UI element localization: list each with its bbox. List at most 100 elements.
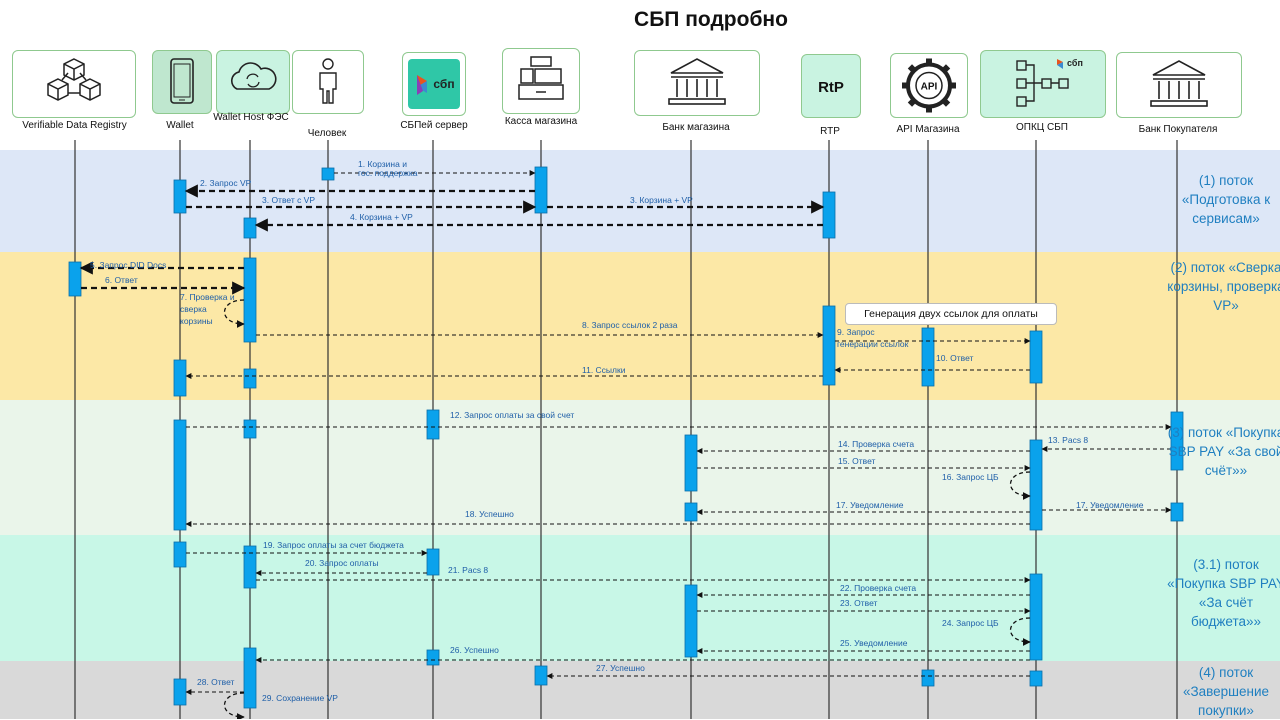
stage-band <box>0 535 1280 661</box>
participant-label-rtp: RTP <box>820 126 840 137</box>
activation-bar-opkc <box>1029 670 1043 687</box>
person-icon <box>293 51 363 118</box>
activation-bar-person <box>321 167 335 181</box>
message-label: 28. Ответ <box>197 677 235 687</box>
participant-box-opkc: сбп <box>980 50 1106 118</box>
message-25: 23. Ответ <box>697 598 1031 614</box>
message-17: 16. Запрос ЦБ <box>942 471 1031 500</box>
message-21: 19. Запрос оплаты за счет бюджета <box>186 540 428 556</box>
activation-bar-opkc <box>1029 330 1043 384</box>
cash-register-icon <box>503 49 579 118</box>
participant-label-kassa: Касса магазина <box>504 116 578 127</box>
participant-box-kassa <box>502 48 580 114</box>
message-20: 18. Успешно <box>185 509 1030 527</box>
activation-bar-api <box>921 669 935 687</box>
api-gear-icon: API <box>891 54 967 122</box>
api-logo-text: API <box>921 82 938 93</box>
participant-box-bankShop <box>634 50 760 116</box>
participant-box-person <box>292 50 364 114</box>
message-label: 5. Запрос DID Docs <box>90 260 166 270</box>
activation-bar-api <box>921 327 935 387</box>
message-label: 18. Успешно <box>465 509 514 519</box>
participant-box-sbpay: сбп <box>402 52 466 116</box>
activation-bar-wallet <box>173 541 187 568</box>
activation-bar-opkc <box>1029 439 1043 531</box>
activation-bar-bankShop <box>684 434 698 492</box>
activation-bar-walletHost <box>243 545 257 589</box>
message-label: 19. Запрос оплаты за счет бюджета <box>263 540 404 550</box>
message-label: 17. Уведомление <box>1076 500 1144 510</box>
message-label: 13. Pacs 8 <box>1048 435 1088 445</box>
activation-bar-rtp <box>822 305 836 386</box>
message-label: 3. Корзина + VP <box>630 195 693 205</box>
message-5: 4. Корзина + VP <box>254 212 823 232</box>
message-label: 6. Ответ <box>105 275 138 285</box>
bank-building-icon <box>635 51 759 120</box>
activation-bar-bankShop <box>684 502 698 522</box>
opkc-sbp-logo-text: сбп <box>1067 58 1083 68</box>
message-11: 10. Ответ <box>834 353 1030 373</box>
participant-label-walletHost: Wallet Host ФЭС <box>213 112 289 123</box>
message-label: 8. Запрос ссылок 2 раза <box>582 320 678 330</box>
participant-label-api: API Магазина <box>896 124 960 135</box>
message-23: 21. Pacs 8 <box>256 565 1031 583</box>
smartphone-icon <box>153 51 211 118</box>
stage-label: (4) поток «Завершение покупки» <box>1182 665 1270 718</box>
message-26: 24. Запрос ЦБ <box>942 617 1031 646</box>
message-7: 6. Ответ <box>81 275 246 295</box>
activation-bar-wallet <box>173 359 187 397</box>
blockchain-cubes-icon <box>13 51 135 122</box>
activation-bar-walletHost <box>243 257 257 343</box>
message-label: 29. Сохранение VP <box>262 693 338 703</box>
message-label: 24. Запрос ЦБ <box>942 618 999 628</box>
message-13: 12. Запрос оплаты за свой счет <box>186 410 1172 430</box>
activation-bar-walletHost <box>243 217 257 239</box>
message-30: 28. Ответ <box>185 677 244 695</box>
message-label: 25. Уведомление <box>840 638 908 648</box>
stage-label: (3.1) поток «Покупка SBP PAY «За счёт бю… <box>1167 557 1280 629</box>
participant-label-person: Человек <box>307 128 347 139</box>
stage-band <box>0 661 1280 719</box>
rtp-logo-icon: RtP <box>802 55 860 122</box>
participant-box-vdr <box>12 50 136 118</box>
participant-label-opkc: ОПКЦ СБП <box>1016 122 1068 133</box>
message-29: 27. Успешно <box>546 663 1030 679</box>
message-12: 11. Ссылки <box>185 365 823 379</box>
message-label: 3. Ответ с VP <box>262 195 315 205</box>
cloud-sync-icon <box>217 51 289 118</box>
message-label: 16. Запрос ЦБ <box>942 472 999 482</box>
message-label: 10. Ответ <box>936 353 974 363</box>
message-19: 17. Уведомление <box>1042 500 1172 513</box>
activation-bar-kassa <box>534 166 548 214</box>
message-14: 13. Pacs 8 <box>1041 435 1171 452</box>
participant-box-api: API <box>890 53 968 118</box>
message-18: 17. Уведомление <box>696 500 1030 515</box>
activation-bar-wallet <box>173 179 187 214</box>
rtp-logo-text: RtP <box>818 79 844 96</box>
message-16: 15. Ответ <box>697 456 1031 471</box>
message-label: 11. Ссылки <box>582 365 626 375</box>
participant-label-vdr: Verifiable Data Registry <box>22 120 127 131</box>
participant-label-bankShop: Банк магазина <box>662 122 730 133</box>
message-27: 25. Уведомление <box>696 638 1030 654</box>
sbp-logo-text: сбп <box>433 77 454 91</box>
activation-bar-sbpay <box>426 649 440 666</box>
message-label: 27. Успешно <box>596 663 645 673</box>
activation-bar-opkc <box>1029 573 1043 661</box>
message-label: 20. Запрос оплаты <box>305 558 379 568</box>
activation-bar-wallet <box>173 678 187 706</box>
message-label: 14. Проверка счета <box>838 439 914 449</box>
activation-bar-sbpay <box>426 409 440 440</box>
message-9: 8. Запрос ссылок 2 раза <box>256 320 824 338</box>
message-label: 2. Запрос VP <box>200 178 252 188</box>
message-label: 12. Запрос оплаты за свой счет <box>450 410 574 420</box>
message-22: 20. Запрос оплаты <box>255 558 427 576</box>
message-4: 3. Корзина + VP <box>547 195 825 214</box>
stage-label: (3) поток «Покупка SBP PAY «За свой счёт… <box>1167 425 1280 478</box>
